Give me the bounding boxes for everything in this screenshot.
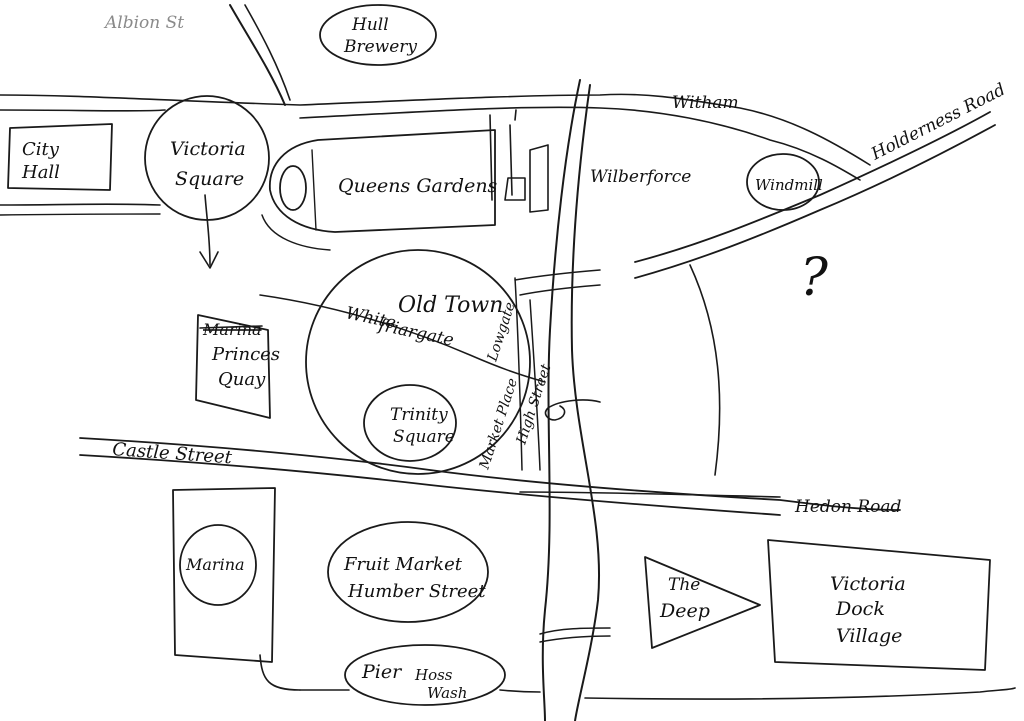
marina-struck-label: Marina	[202, 320, 262, 339]
victoria-square-outline	[144, 95, 270, 221]
queens-gardens-label: Queens Gardens	[338, 175, 498, 197]
lowgate-line	[514, 277, 523, 471]
princes-quay-box	[195, 314, 271, 419]
trinity-square-outline	[363, 384, 457, 462]
victoria-dock-village-label-line3: Village	[836, 625, 902, 647]
victoria-dock-village-box	[767, 539, 991, 671]
marina-strike-through	[199, 325, 263, 329]
fruit-market-outline	[327, 521, 489, 623]
north-road-lower	[0, 106, 861, 181]
hull-brewery-label-line2: Brewery	[343, 37, 417, 57]
victoria-dock-village-label-line2: Dock	[835, 598, 885, 620]
marina-label: Marina	[185, 555, 245, 574]
trinity-square-label-line2: Square	[393, 427, 455, 447]
castle-street-upper	[79, 437, 901, 511]
queens-gardens-outline	[269, 129, 496, 233]
wilberforce-monument	[489, 109, 549, 213]
city-hall-box	[7, 123, 113, 191]
city-hall-label-line1: City	[22, 139, 60, 160]
west-road-lower	[0, 203, 161, 206]
victoria-dock-village-label-line1: Victoria	[830, 573, 906, 595]
pier-label: Pier	[361, 661, 403, 683]
marina-box	[172, 487, 276, 663]
waterfront-link	[539, 627, 611, 643]
albion-street-label: Albion St	[103, 13, 184, 33]
bridge	[544, 399, 601, 421]
trinity-square-label-line1: Trinity	[390, 405, 448, 425]
fruit-market-label-line2: Humber Street	[347, 581, 486, 602]
arrow-head	[199, 251, 219, 269]
hoss-wash-label-line2: Wash	[427, 684, 467, 702]
hull-brewery-label-line1: Hull	[351, 15, 389, 35]
hull-brewery-outline	[319, 4, 437, 66]
east-link-lower	[519, 284, 601, 296]
question-mark-label: ?	[800, 248, 829, 308]
hoss-wash-label-line1: Hoss	[414, 666, 453, 684]
fruit-market-label-line1: Fruit Market	[343, 554, 463, 575]
north-road-upper	[0, 93, 871, 166]
waterfront-road	[259, 654, 301, 691]
west-road-lower-2	[0, 213, 161, 216]
pier-outline	[344, 644, 506, 706]
river-hull-west	[541, 79, 581, 721]
windmill-outline	[746, 153, 820, 211]
the-deep-triangle	[644, 556, 761, 649]
holderness-road-upper	[634, 111, 991, 263]
waterfront-road-east	[584, 687, 1016, 700]
the-deep-label-line2: Deep	[659, 600, 710, 622]
areas	[7, 4, 991, 706]
witham-label: Witham	[672, 93, 739, 113]
east-link-upper	[514, 269, 601, 281]
marina-circle	[179, 524, 257, 606]
high-street-line	[529, 299, 541, 471]
princes-quay-label-line1: Princes	[211, 344, 280, 365]
river-hull-east	[570, 84, 601, 721]
victoria-square-label-line2: Square	[175, 168, 244, 190]
city-hall-label-line2: Hall	[21, 162, 60, 183]
east-arc	[689, 264, 721, 476]
holderness-road-lower	[634, 124, 996, 279]
whitefriargate-line	[259, 294, 546, 383]
windmill-label: Windmill	[755, 176, 823, 194]
castle-street-lower	[79, 454, 781, 516]
hedon-road-label: Hedon Road	[794, 497, 902, 517]
whitefriargate-label-line2: friargate	[375, 315, 455, 351]
old-town-outline	[305, 249, 531, 475]
roads	[0, 4, 1016, 721]
queens-gardens-left-line	[311, 149, 317, 231]
holderness-road-label: Holderness Road	[867, 80, 1008, 165]
market-place-label: Market Place	[476, 376, 521, 472]
victoria-square-label-line1: Victoria	[170, 138, 246, 160]
princes-quay-label-line2: Quay	[218, 369, 266, 390]
arrow-shaft	[204, 194, 211, 266]
queens-gardens-curve	[261, 214, 331, 251]
queens-gardens-pond	[279, 165, 307, 211]
castle-street-label: Castle Street	[112, 439, 234, 468]
the-deep-label-line1: The	[668, 575, 700, 595]
north-diagonal-road-edge	[244, 4, 291, 101]
wilberforce-label: Wilberforce	[590, 167, 691, 187]
north-diagonal-road	[229, 4, 286, 106]
hedon-road	[519, 491, 781, 498]
old-town-label: Old Town	[398, 293, 503, 318]
waterfront-road-2	[299, 689, 541, 693]
